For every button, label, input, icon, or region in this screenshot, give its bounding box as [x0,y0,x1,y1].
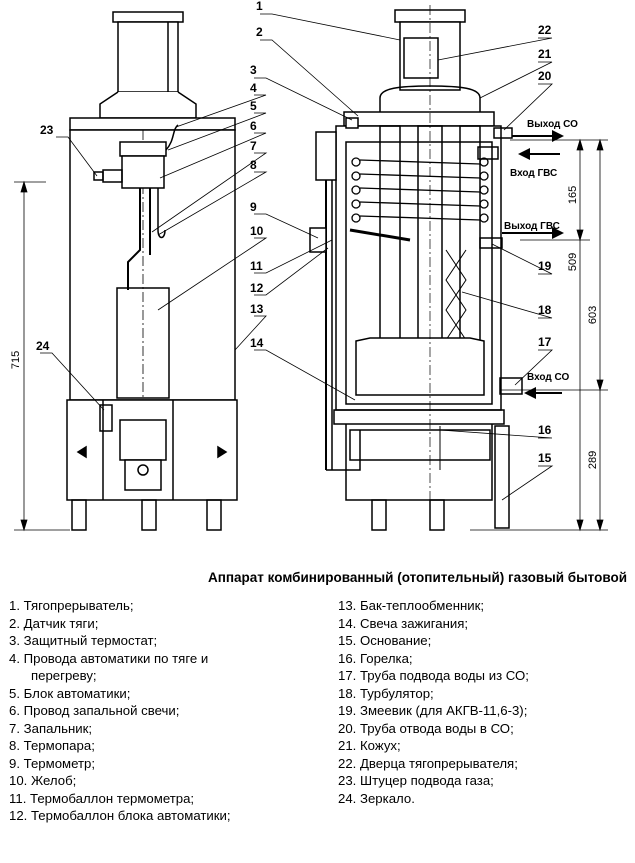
callout-8: 8 [250,158,257,172]
callout-21: 21 [538,47,552,61]
dimension-603: 603 [587,306,599,324]
flow-labels: Выход СО Вход ГВС Выход ГВС Вход СО [504,119,578,383]
legend-item: 23. Штуцер подвода газа; [338,773,494,788]
legend-item: 21. Кожух; [338,738,401,753]
legend-item: 18. Турбулятор; [338,685,434,701]
callout-16: 16 [538,423,552,437]
legend-item: 16. Горелка; [338,650,413,666]
callout-15: 15 [538,451,552,465]
callout-10: 10 [250,224,264,238]
dimension-715: 715 [10,351,22,369]
legend-item: 2. Датчик тяги; [9,615,99,631]
callout-4: 4 [250,81,257,95]
dimension-509: 509 [567,253,579,271]
legend-item: 24. Зеркало. [338,790,415,806]
callout-22: 22 [538,23,552,37]
legend-item: 10. Желоб; [9,773,77,788]
callout-3: 3 [250,63,257,77]
callout-1: 1 [256,0,263,13]
dimension-289: 289 [587,451,599,469]
legend-item: 11. Термобаллон термометра; [9,790,195,806]
legend-right-column: 13. Бак-теплообменник; 14. Свеча зажиган… [338,597,628,807]
dimension-165: 165 [567,186,579,204]
callout-14: 14 [250,336,264,350]
legend-item: 14. Свеча зажигания; [338,615,469,631]
legend-item: 6. Провод запальной свечи; [9,703,180,718]
legend-item: 8. Термопара; [9,738,95,753]
section-view [309,9,523,531]
callout-20: 20 [538,69,552,83]
legend-item: 4. Провода автоматики по тяге и [9,650,209,666]
legend-item: 20. Труба отвода воды в СО; [338,720,514,736]
legend-item: 5. Блок автоматики; [9,685,131,701]
callout-7: 7 [250,139,257,153]
front-view [66,11,238,531]
legend-item: 15. Основание; [338,633,432,648]
callout-23: 23 [40,123,54,137]
callout-6: 6 [250,119,257,133]
dimension-lines [14,138,608,532]
flow-label-in-co: Вход СО [527,372,569,383]
legend-item: 7. Запальник; [9,720,93,736]
callout-17: 17 [538,335,552,349]
boiler-technical-drawing: 715 165 509 603 289 Выход СО Вход ГВС Вы… [10,0,608,532]
callout-24: 24 [36,339,50,353]
legend-item-continued: перегреву; [31,668,97,683]
callout-numbers: 1 2 3 4 5 6 7 8 9 10 11 12 13 14 15 16 1… [36,0,552,465]
legend-item: 22. Дверца тягопрерывателя; [338,755,518,771]
diagram-title: Аппарат комбинированный (отопительный) г… [207,570,627,585]
flow-arrows [502,130,564,399]
legend-left-column: 1. Тягопрерыватель; 2. Датчик тяги; 3. З… [9,597,309,825]
legend-item: 19. Змеевик (для АКГВ-11,6-3); [338,703,528,718]
dimension-values: 715 165 509 603 289 [10,186,599,469]
callout-13: 13 [250,302,264,316]
legend-item: 12. Термобаллон блока автоматики; [9,808,231,823]
callout-9: 9 [250,200,257,214]
callout-11: 11 [250,259,263,273]
callout-19: 19 [538,259,552,273]
callout-5: 5 [250,99,257,113]
callout-18: 18 [538,303,552,317]
flow-label-out-co: Выход СО [527,119,578,130]
callout-12: 12 [250,281,264,295]
callout-2: 2 [256,25,263,39]
callout-leaders [40,13,554,501]
flow-label-out-gvs: Выход ГВС [504,221,560,232]
legend-item: 1. Тягопрерыватель; [9,598,134,613]
legend-item: 9. Термометр; [9,755,96,771]
legend-item: 3. Защитный термостат; [9,633,158,648]
legend-item: 13. Бак-теплообменник; [338,598,485,613]
legend-item: 17. Труба подвода воды из СО; [338,668,529,683]
flow-label-in-gvs: Вход ГВС [510,168,557,179]
